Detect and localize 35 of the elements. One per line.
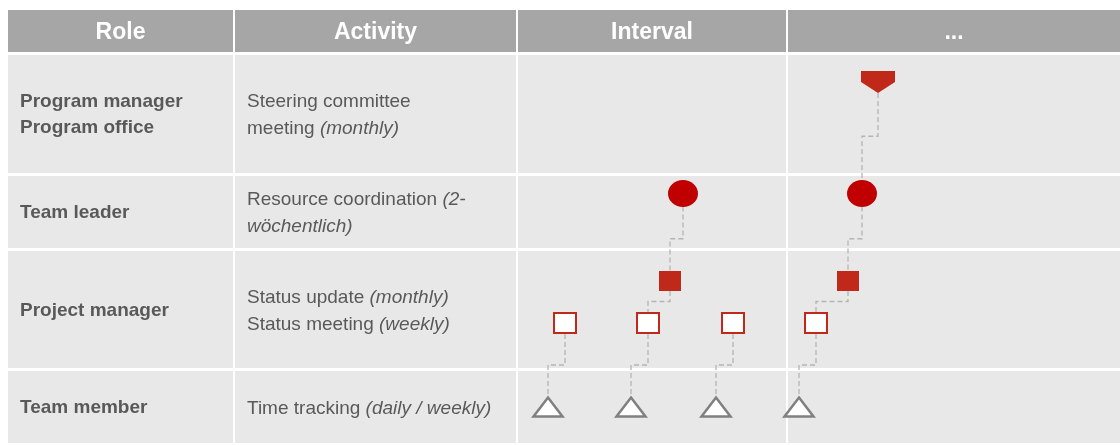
square-marker <box>721 312 745 334</box>
circle-marker <box>668 179 698 207</box>
role-label: Team member <box>20 395 149 419</box>
dashed-connector <box>861 92 879 181</box>
dashed-connector <box>715 333 734 397</box>
square-marker <box>636 312 660 334</box>
dashed-connector <box>669 205 684 272</box>
activity-text: Resource coordination (2-wöchentlich) <box>247 187 467 238</box>
square-marker <box>553 312 577 334</box>
triangle-marker <box>700 396 732 418</box>
square-marker <box>659 271 681 291</box>
column-header: Interval <box>611 17 693 45</box>
dashed-connector <box>798 333 817 397</box>
dashed-connector <box>815 290 849 313</box>
dashed-connector <box>547 333 566 397</box>
dashed-connector <box>647 290 671 313</box>
column-header: ... <box>944 17 964 45</box>
role-label: Project manager <box>20 297 170 322</box>
triangle-marker <box>532 396 564 418</box>
triangle-marker <box>615 396 647 418</box>
pentagon-marker <box>861 71 895 93</box>
column-header: Role <box>95 17 146 45</box>
role-label: Team leader <box>20 200 131 224</box>
square-marker <box>837 271 859 291</box>
triangle-marker <box>783 396 815 418</box>
square-marker <box>804 312 828 334</box>
activity-text: Status meeting (weekly) <box>247 311 451 336</box>
activity-text: Status update (monthly) <box>247 284 450 309</box>
dashed-connector <box>847 205 863 272</box>
activity-text: Steering committee meeting (monthly) <box>247 89 412 140</box>
dashed-connector <box>630 333 649 397</box>
column-header: Activity <box>333 17 418 45</box>
circle-marker <box>847 179 877 207</box>
activity-text: Time tracking (daily / weekly) <box>247 395 493 420</box>
role-label: Program manager Program office <box>20 89 184 139</box>
